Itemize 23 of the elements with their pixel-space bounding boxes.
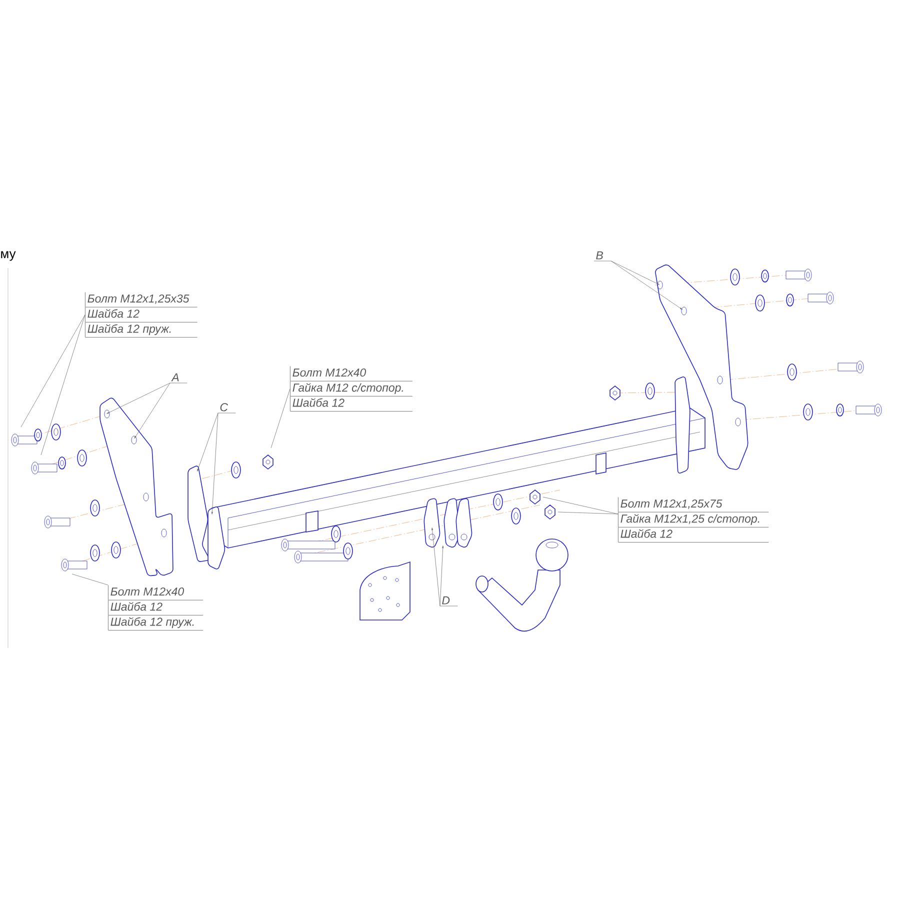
cut-text: му — [1, 251, 16, 261]
callout-table: Болт M12x40 Шайба 12 Шайба 12 пруж. — [108, 585, 204, 630]
leader-line — [440, 546, 444, 606]
leader-line — [72, 574, 108, 586]
callout-table: Болт M12x40 Гайка M12 с/стопор. Шайба 12 — [290, 366, 413, 412]
leader-line — [134, 382, 170, 438]
leader-line — [610, 260, 683, 310]
leader-line — [270, 388, 290, 448]
leader-line — [432, 528, 440, 606]
leader-line — [197, 412, 218, 472]
leader-line — [211, 412, 218, 514]
leader-line — [40, 314, 86, 456]
callout-letter: C — [218, 403, 236, 414]
leader-line — [106, 382, 170, 414]
leader-line — [558, 512, 618, 514]
leader-line — [20, 314, 86, 428]
callout-letter: D — [440, 596, 458, 606]
callout-table: Болт M12x1,25x75 Гайка M12x1,25 с/стопор. Шайба 12 — [618, 497, 769, 542]
leader-line — [610, 260, 660, 285]
callout-table: Болт M12x1,25x35 Шайба 12 Шайба 12 пруж. — [85, 292, 198, 338]
callout-letter: A — [170, 373, 188, 384]
leader-line — [542, 496, 618, 514]
callout-letter: B — [594, 251, 612, 262]
